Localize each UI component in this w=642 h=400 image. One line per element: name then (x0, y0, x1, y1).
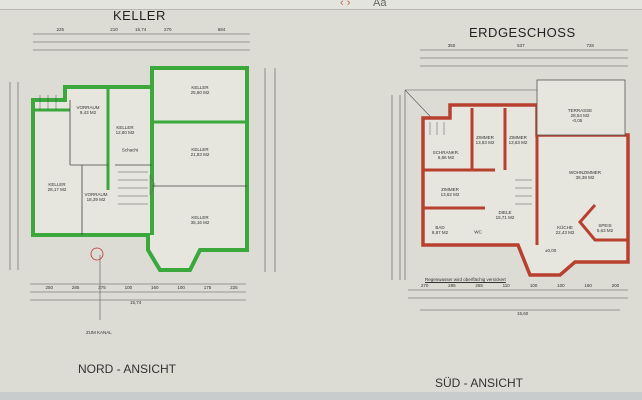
erdgeschoss-walls (421, 103, 630, 277)
dimension-label: 100 (529, 283, 538, 288)
room-name: Schacht (121, 147, 139, 153)
dimension-label: 250 (45, 285, 54, 290)
room-label: SCHRANKR.6,86 M2 (433, 150, 460, 160)
room-name: BAD (435, 225, 445, 230)
dimension-label: 100 (124, 285, 133, 290)
room-name: KELLER (191, 147, 209, 152)
room-area: 13,83 M2 (475, 140, 495, 145)
room-area: 8,87 M2 (431, 230, 449, 235)
room-name: SPEIS (598, 223, 612, 228)
room-name: TERRASSE (567, 108, 593, 113)
room-name: DIELE (498, 210, 512, 215)
zum-kanal-note: ZUM KANAL (86, 330, 112, 335)
room-area: 35,16 M2 (190, 220, 210, 225)
keller-total-width: 15,74 (135, 27, 147, 32)
keller-total-width-bottom: 15,74 (130, 300, 142, 305)
room-label: WC (474, 230, 482, 235)
dimension-label: 270 (420, 283, 429, 288)
dimension-label: 200 (611, 283, 620, 288)
dimension-label: 285 (71, 285, 80, 290)
font-size-button[interactable]: Aa (373, 0, 387, 9)
terrace-level: -0,05 (572, 118, 583, 123)
room-name: KELLER (48, 182, 66, 187)
dimension-label: 100 (177, 285, 185, 290)
dimension-label: 225 (56, 27, 65, 32)
room-name: VORRAUM (76, 105, 100, 110)
room-name: KELLER (191, 215, 209, 220)
nord-ansicht-label: NORD - ANSICHT (78, 362, 177, 376)
dimension-label: 210 (110, 27, 118, 32)
sued-ansicht-label: SÜD - ANSICHT (435, 376, 524, 390)
dimension-label: 537 (517, 43, 525, 48)
nav-arrows[interactable]: ‹ › (340, 0, 351, 9)
dimension-label: 255 (475, 283, 483, 288)
dimension-label: 160 (584, 283, 592, 288)
room-name: VORRAUM (84, 192, 108, 197)
room-name: KELLER (191, 85, 209, 90)
room-name: ZIMMER (441, 187, 459, 192)
room-area: 13,63 M2 (508, 140, 528, 145)
room-name: ZIMMER (476, 135, 494, 140)
erdgeschoss-title: ERDGESCHOSS (469, 25, 576, 40)
room-name: KÜCHE (557, 225, 573, 230)
room-name: SCHRANKR. (432, 150, 460, 155)
dimension-label: 375 (98, 285, 106, 290)
room-area: 21,83 M2 (190, 152, 210, 157)
room-label: Schacht (122, 148, 138, 153)
room-area: 12,80 M2 (115, 130, 135, 135)
room-area: 28,17 M2 (47, 187, 67, 192)
keller-walls (31, 66, 249, 272)
room-area: 28,54 M2 (570, 113, 590, 118)
keller-title: KELLER (113, 8, 166, 23)
dimension-label: 270 (164, 27, 172, 32)
room-name: KELLER (116, 125, 134, 130)
dimension-label: 110 (502, 283, 510, 288)
dimension-label: 728 (586, 43, 594, 48)
eg-total-width: 15,60 (517, 311, 529, 316)
dimension-label: 100 (557, 283, 565, 288)
room-area: 25,60 M2 (190, 90, 210, 95)
dimension-label: 350 (447, 43, 456, 48)
screen-bottom-edge (0, 392, 642, 400)
regenwasser-note: Regenwasser wird oberflächig versickert (425, 277, 506, 282)
dimension-label: 285 (448, 283, 456, 288)
room-area: 22,43 M2 (555, 230, 575, 235)
room-area: 9,43 M2 (79, 110, 97, 115)
room-area: 6,86 M2 (437, 155, 455, 160)
room-area: 18,39 M2 (86, 197, 106, 202)
dimension-label: 684 (217, 27, 226, 32)
dimension-label: 225 (230, 285, 238, 290)
dimension-label: 160 (151, 285, 159, 290)
room-name: WOHNZIMMER (569, 170, 601, 175)
viewer-toolbar: ‹ › Aa (0, 0, 642, 10)
room-name: ZIMMER (509, 135, 527, 140)
room-area: 35,38 M2 (575, 175, 595, 180)
room-area: 13,62 M2 (440, 192, 460, 197)
keller-stairs (39, 95, 148, 205)
dimension-label: 175 (203, 285, 212, 290)
terrace (536, 79, 626, 136)
main-level: ±0,00 (545, 248, 557, 253)
room-name: WC (474, 229, 482, 235)
room-area: 15,71 M2 (495, 215, 515, 220)
room-area: 5,63 M2 (596, 228, 614, 233)
